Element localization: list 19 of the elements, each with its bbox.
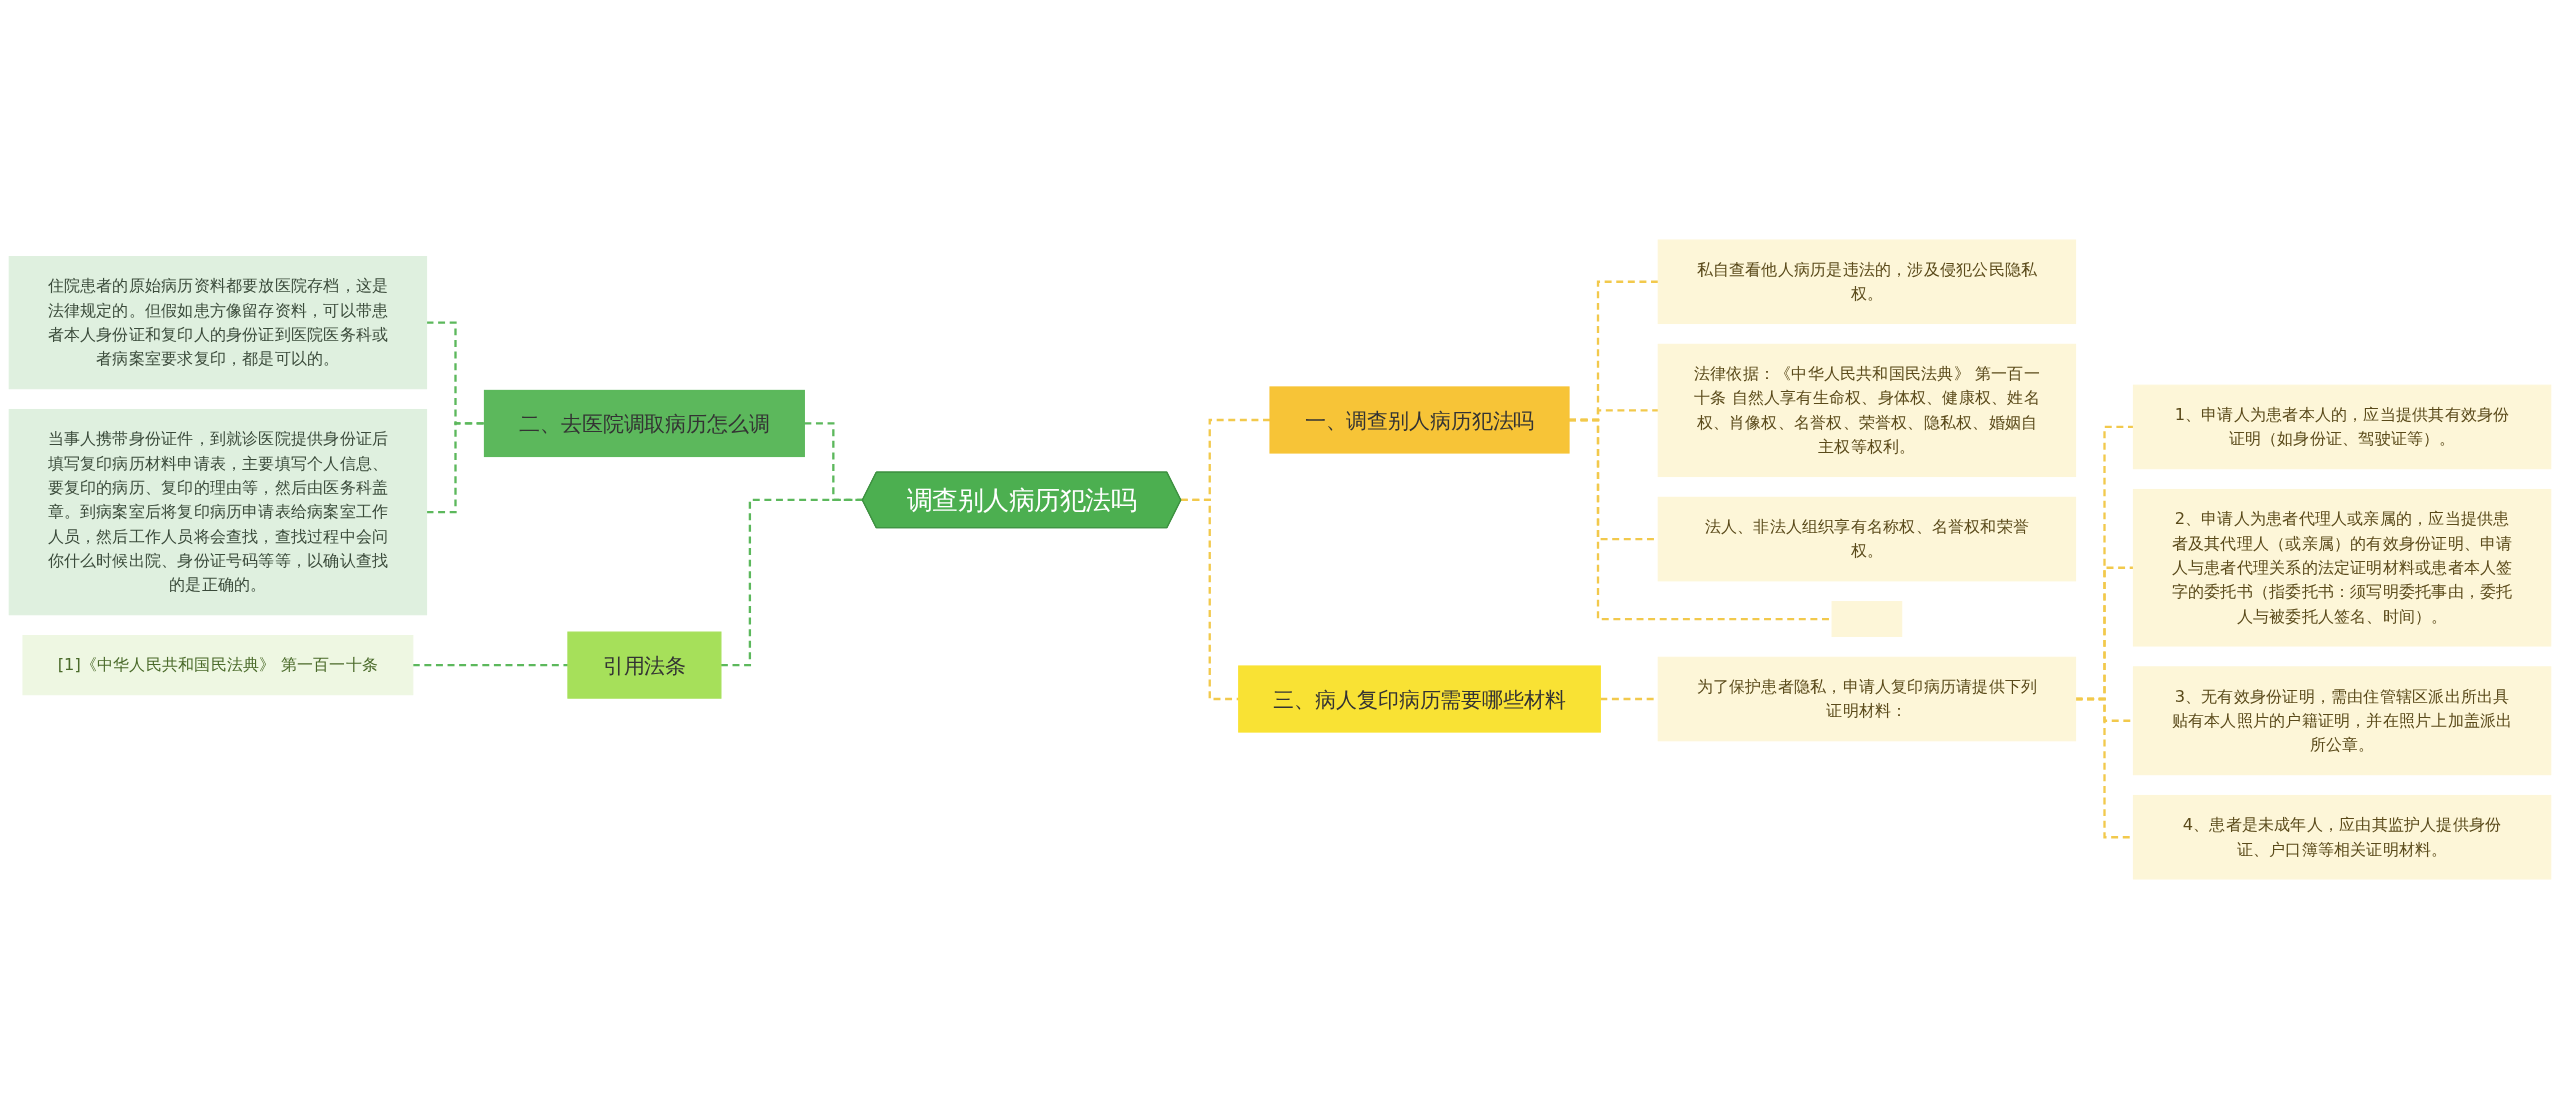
node-box <box>1831 601 1903 637</box>
node-box: 三、病人复印病历需要哪些材料 <box>1238 665 1601 733</box>
connector <box>412 663 568 667</box>
node-box: 引用法条 <box>567 631 722 699</box>
node-box: 2、申请人为患者代理人或亲属的，应当提供患者及其代理人（或亲属）的有效身份证明、申请人与患者代理关系的法定证明材料或患者本人签字的委托书（指委托书：须写明委托事由，委托人与被委托人签名、时间）。 <box>2132 488 2552 647</box>
node-box: 法人、非法人组织享有名称权、名誉权和荣誉权。 <box>1657 496 2077 582</box>
connector <box>720 498 863 667</box>
node-box: 1、申请人为患者本人的，应当提供其有效身份证明（如身份证、驾驶证等）。 <box>2132 384 2552 470</box>
node-box: 私自查看他人病历是违法的，涉及侵犯公民隐私权。 <box>1657 239 2077 325</box>
node-box: 4、患者是未成年人，应由其监护人提供身份证、户口簿等相关证明材料。 <box>2132 794 2552 880</box>
node-box: [1]《中华人民共和国民法典》 第一百一十条 <box>22 634 414 696</box>
node-box: 一、调查别人病历犯法吗 <box>1269 386 1570 454</box>
node-box: 当事人携带身份证件，到就诊医院提供身份证后填写复印病历材料申请表，主要填写个人信息、要复印的病历、复印的理由等，然后由医务科盖章。到病案室后将复印病历申请表给病案室工作人员，然后工作人员将会查找，查找过程中会问你什么时候出院、身份证号码等等，以确认查找的是正确的。 <box>8 408 428 616</box>
node-box: 法律依据：《中华人民共和国民法典》 第一百一十条 自然人享有生命权、身体权、健康权、姓名权、肖像权、名誉权、荣誉权、隐私权、婚姻自主权等权利。 <box>1657 343 2077 478</box>
connector <box>426 422 485 514</box>
node-box: 为了保护患者隐私，申请人复印病历请提供下列证明材料： <box>1657 656 2077 742</box>
node-box: 3、无有效身份证明，需由住管辖区派出所出具贴有本人照片的户籍证明，并在照片上加盖派出所公章。 <box>2132 666 2552 776</box>
node-box: 住院患者的原始病历资料都要放医院存档，这是法律规定的。但假如患方像留存资料，可以带患者本人身份证和复印人的身份证到医院医务科或者病案室要求复印，都是可以的。 <box>8 256 428 390</box>
node-box: 二、去医院调取病历怎么调 <box>483 389 805 458</box>
